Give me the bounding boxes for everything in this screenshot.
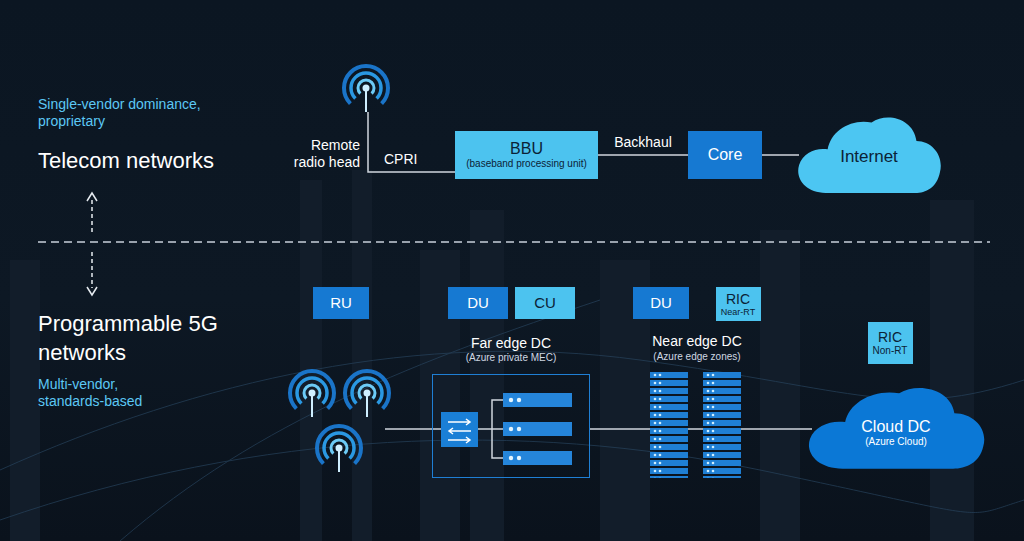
datacenter-frame: Far edge DC(Azure private MEC) [432, 374, 590, 478]
node-subtitle: Non-RT [873, 345, 908, 357]
cloud-fill [798, 118, 941, 193]
section-heading: Programmable 5G networks [38, 310, 238, 367]
node-title: RIC [726, 291, 750, 307]
frame-heading: Far edge DC(Azure private MEC) [413, 335, 609, 363]
led [509, 456, 513, 460]
cloud-shape: Cloud DC(Azure Cloud) [805, 380, 987, 472]
network-curves [0, 300, 1024, 541]
led [509, 427, 513, 431]
caption-text: Multi-vendor, standards-based [38, 376, 178, 410]
process-box: RICNear-RT [716, 287, 761, 321]
node-title: RIC [878, 329, 902, 345]
process-box: CU [515, 287, 575, 319]
led [517, 456, 521, 460]
switch-arrows [448, 419, 471, 443]
connector-line [762, 154, 799, 156]
arrow [448, 437, 470, 443]
node-title: Cloud DC [861, 418, 930, 436]
led [517, 427, 521, 431]
fronthaul-wires [385, 400, 812, 458]
caption-text: Single-vendor dominance, proprietary [38, 96, 218, 130]
server [503, 422, 572, 436]
arrow-shaft [91, 200, 93, 232]
building [352, 170, 372, 541]
connector-line [598, 154, 688, 156]
node-subtitle: Near-RT [721, 307, 755, 317]
node-subtitle: (Azure Cloud) [865, 436, 927, 448]
server-icons [503, 393, 572, 465]
node-subtitle: (Azure private MEC) [466, 352, 557, 364]
cloud-fill [809, 388, 984, 469]
datacenter-sublabel: (Azure edge zones) [630, 351, 764, 363]
server-rack [703, 372, 741, 478]
process-box: DU [448, 287, 508, 319]
arrow-shaft [91, 252, 93, 288]
node-title: Core [708, 146, 743, 164]
node-title: Far edge DC [471, 335, 551, 351]
wire [741, 428, 812, 430]
wire [590, 428, 650, 430]
node-title: CU [534, 294, 556, 311]
node-title: RU [330, 294, 352, 311]
led [517, 398, 521, 402]
interface-label: CPRI [384, 151, 417, 168]
arrow-head [87, 287, 97, 295]
building [300, 180, 322, 541]
curve [120, 300, 600, 541]
arrow [448, 419, 470, 425]
server-rack [650, 372, 688, 478]
led [509, 398, 513, 402]
node-title: BBU [510, 140, 543, 158]
antenna-icon [290, 371, 334, 417]
building [930, 200, 974, 541]
process-box: Core [688, 131, 762, 179]
divider-arrows [87, 193, 97, 295]
node-title: DU [650, 294, 672, 311]
antenna-icon [345, 371, 389, 417]
switch-icon [441, 412, 478, 447]
arrow [449, 428, 471, 434]
server [503, 451, 572, 465]
curve [0, 351, 1024, 470]
building [760, 230, 800, 541]
process-box: BBU(baseband processing unit) [455, 131, 598, 179]
connector-label: Backhaul [614, 134, 672, 151]
server [503, 393, 572, 407]
building [10, 260, 40, 541]
divider-line [38, 241, 990, 243]
cloud-shape: Internet [795, 110, 943, 196]
node-subtitle: (baseband processing unit) [466, 158, 587, 170]
arrow-head [87, 193, 97, 201]
antenna-icon [344, 66, 388, 112]
process-box: RU [313, 287, 369, 319]
wire [478, 400, 503, 458]
wire [688, 428, 703, 430]
component-label: Remote radio head [288, 137, 360, 171]
node-title: Internet [840, 147, 898, 167]
process-box: DU [633, 287, 689, 319]
city-skyline [10, 170, 974, 541]
section-heading: Telecom networks [38, 148, 214, 174]
antenna-icon [317, 426, 361, 472]
building [470, 210, 504, 541]
process-box: RICNon-RT [868, 322, 913, 364]
cpri-wire [368, 112, 455, 172]
datacenter-label: Near edge DC [630, 333, 764, 350]
node-title: DU [467, 294, 489, 311]
